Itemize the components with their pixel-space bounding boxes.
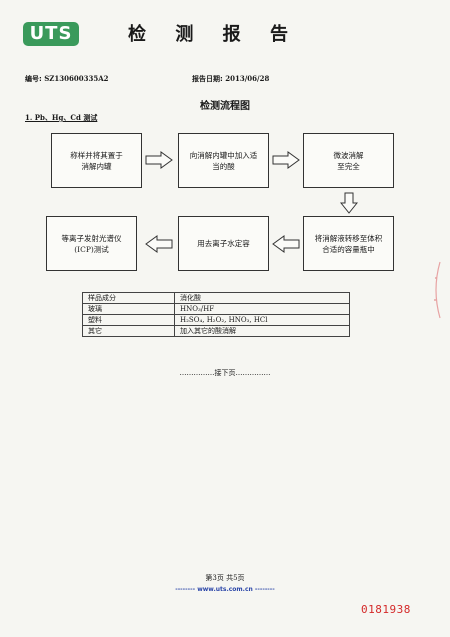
left-arrow-icon (272, 235, 300, 253)
report-date-value: 2013/06/28 (225, 74, 270, 83)
flow-step-transfer: 将消解液转移至体积 合适的容量瓶中 (303, 216, 394, 271)
table-row: 玻璃 HNO₃/HF (82, 303, 350, 315)
test-subtitle: 1. Pb、Hg、Cd 测试 (25, 113, 98, 122)
page-number: 第3页 共5页 (205, 574, 245, 582)
table-cell: 加入其它的酸消解 (174, 325, 350, 337)
table-header-cell: 样品成分 (82, 292, 175, 304)
table-cell: 玻璃 (82, 303, 175, 315)
table-row: 塑料 H₂SO₄, H₂O₂, HNO₃, HCl (82, 314, 350, 326)
report-date-label: 报告日期: (192, 75, 223, 83)
right-arrow-icon (272, 151, 300, 169)
title-char: 告 (269, 24, 288, 45)
report-number-label: 编号: (25, 75, 42, 83)
table-cell: 其它 (82, 325, 175, 337)
left-arrow-icon (145, 235, 173, 253)
section-title: 检测流程图 (200, 101, 250, 112)
table-cell: H₂SO₄, H₂O₂, HNO₃, HCl (174, 314, 350, 326)
down-arrow-icon (340, 192, 358, 214)
flow-step-dilute: 用去离子水定容 (178, 216, 269, 271)
flow-step-add-acid: 向消解内罐中加入适 当的酸 (178, 133, 269, 188)
table-cell: 塑料 (82, 314, 175, 326)
table-header-row: 样品成分 消化酸 (82, 292, 350, 304)
table-header-cell: 消化酸 (174, 292, 350, 304)
title-char: 检 (128, 24, 146, 45)
uts-logo: UTS (23, 22, 79, 46)
serial-number: 0181938 (361, 603, 411, 616)
title-char: 报 (222, 24, 241, 45)
acid-digestion-table: 样品成分 消化酸 玻璃 HNO₃/HF 塑料 H₂SO₄, H₂O₂, HNO₃… (82, 292, 350, 337)
title-char: 测 (175, 24, 194, 45)
continued-note: ……………接下页…………… (179, 369, 271, 377)
table-row: 其它 加入其它的酸消解 (82, 325, 350, 337)
page-title: 检 测 报 告 (128, 20, 288, 50)
website-link[interactable]: -------- www.uts.com.cn -------- (175, 586, 275, 593)
report-number: 编号: SZ130600335A2 (25, 74, 109, 84)
report-date: 报告日期: 2013/06/28 (192, 74, 269, 84)
report-number-value: SZ130600335A2 (44, 74, 109, 83)
flow-step-microwave: 微波消解 至完全 (303, 133, 394, 188)
flow-step-icp-test: 等离子发射光谱仪 (ICP)测试 (46, 216, 137, 271)
stamp-mark (434, 261, 441, 319)
flow-step-weigh: 称样并将其置于 消解内罐 (51, 133, 142, 188)
table-cell: HNO₃/HF (174, 303, 350, 315)
right-arrow-icon (145, 151, 173, 169)
